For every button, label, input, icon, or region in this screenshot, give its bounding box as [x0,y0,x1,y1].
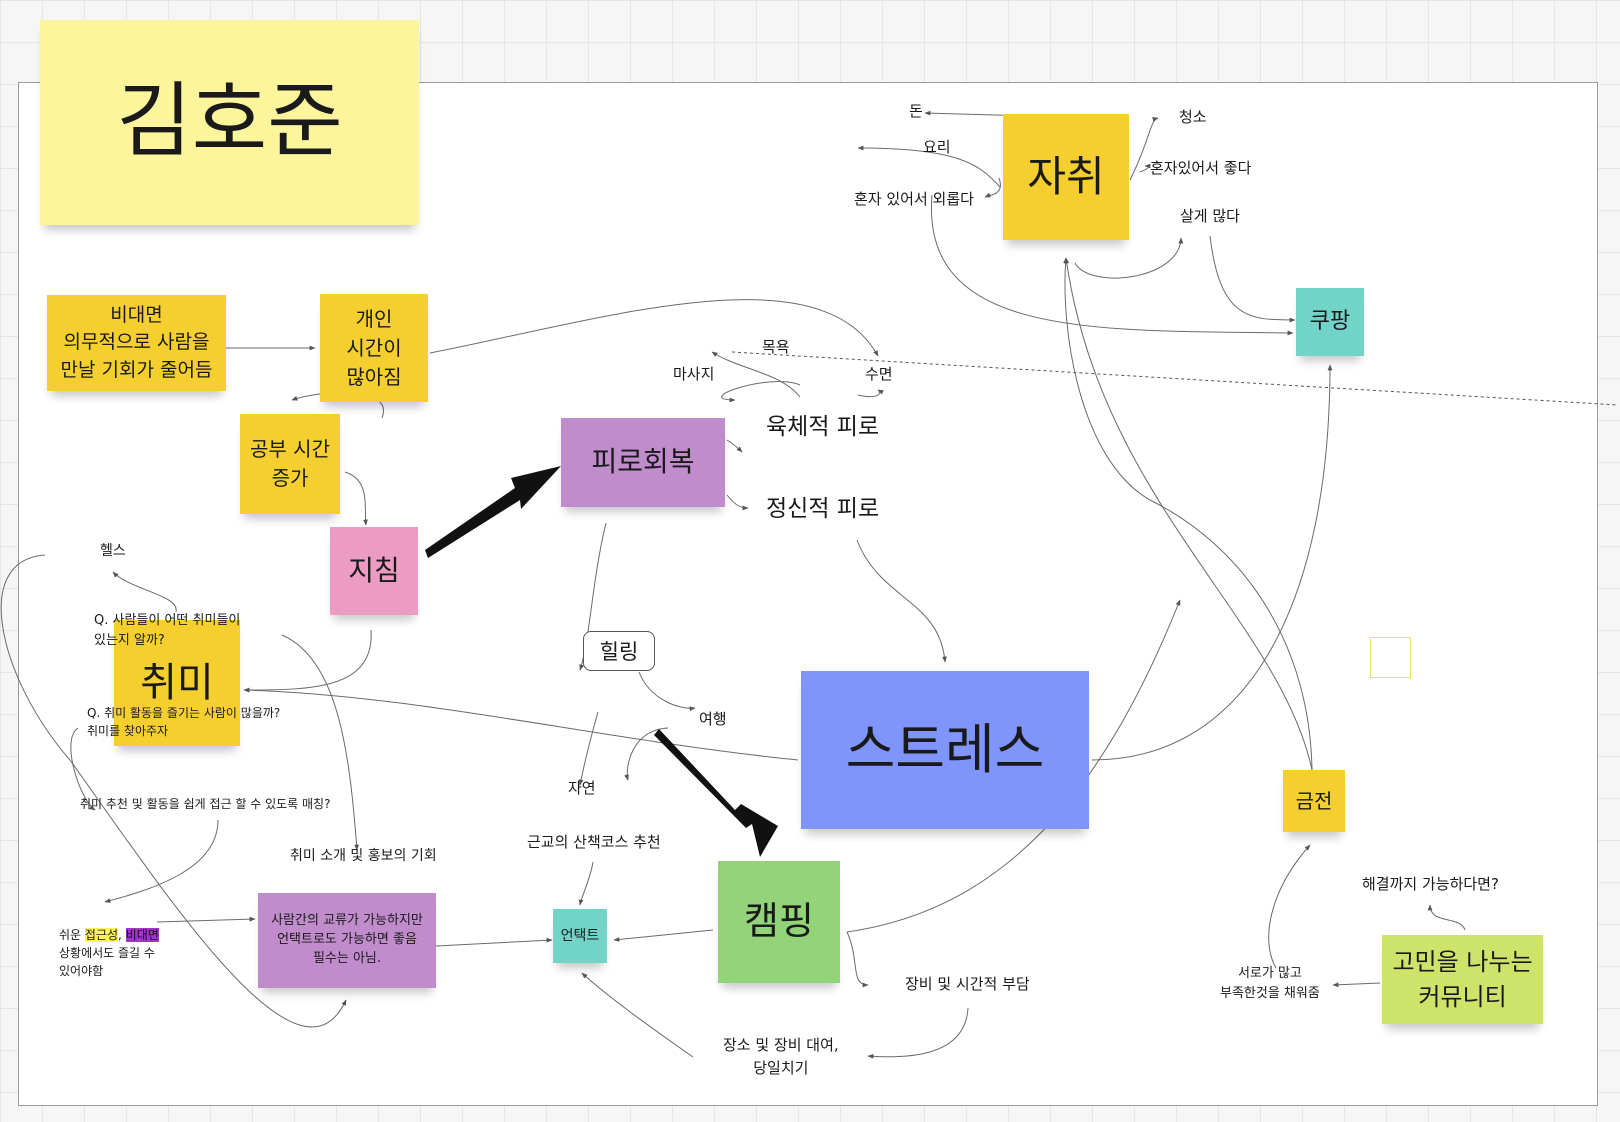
trail-label[interactable]: 근교의 산책코스 추천 [527,833,661,851]
camping-note[interactable]: 캠핑 [718,861,840,983]
easy-pre-text: 쉬운 [59,928,85,942]
mental-fatigue-label[interactable]: 정신적 피로 [766,496,880,522]
personal-time-note[interactable]: 개인 시간이 많아짐 [320,294,428,402]
bath-label[interactable]: 목욕 [762,338,790,356]
easy-access-label[interactable]: 쉬운 접근성, 비대면 상황에서도 즐길 수 있어야함 [59,908,159,980]
easy-comma-text: , [118,928,126,942]
lazy-label[interactable]: 살게 많다 [1180,207,1240,225]
highlight-untact: 비대면 [125,928,159,942]
lonely-label[interactable]: 혼자 있어서 외롭다 [854,190,974,208]
bidaemyeon-note[interactable]: 비대면 의무적으로 사람을 만날 기회가 줄어듬 [47,295,226,391]
health-label[interactable]: 헬스 [100,543,126,559]
massage-label[interactable]: 마사지 [673,365,715,383]
matching-label[interactable]: 취미 추천 및 활동을 쉽게 접근 할 수 있도록 매칭? [80,797,331,811]
easy-rest-text: 상황에서도 즐길 수 있어야함 [59,946,155,978]
fill-each-other-label[interactable]: 서로가 많고 부족한것을 채워줌 [1220,966,1320,1001]
highlight-access: 접근성 [84,928,119,942]
stress-note[interactable]: 스트레스 [801,671,1089,829]
question-people-label[interactable]: Q. 취미 활동을 즐기는 사람이 많을까? 취미를 찾아주자 [87,706,281,738]
cleaning-label[interactable]: 청소 [1179,108,1207,126]
untact-note[interactable]: 언택트 [553,909,607,963]
promo-label[interactable]: 취미 소개 및 홍보의 기회 [290,848,437,864]
cooking-label[interactable]: 요리 [923,138,951,156]
community-note[interactable]: 고민을 나누는 커뮤니티 [1382,935,1543,1024]
healing-box[interactable]: 힐링 [583,631,655,671]
money-label[interactable]: 돈 [909,102,923,120]
question-hobbies-label[interactable]: Q. 사람들이 어떤 취미들이 있는지 알까? [94,613,241,648]
sleep-label[interactable]: 수면 [865,365,893,383]
nature-label[interactable]: 자연 [568,779,596,797]
empty-frame[interactable] [1370,637,1411,678]
good-alone-label[interactable]: 혼자있어서 좋다 [1150,159,1252,177]
rental-label[interactable]: 장소 및 장비 대여, 당일치기 [723,1036,839,1077]
jachwi-note[interactable]: 자취 [1003,114,1129,240]
title-note[interactable]: 김호준 [40,20,419,225]
interaction-note[interactable]: 사람간의 교류가 가능하지만 언택트로도 가능하면 좋음 필수는 아님. [258,893,436,988]
travel-label[interactable]: 여행 [699,710,727,728]
coupang-note[interactable]: 쿠팡 [1296,288,1364,356]
equipment-burden-label[interactable]: 장비 및 시간적 부담 [905,975,1030,993]
money-note[interactable]: 금전 [1283,770,1345,832]
study-time-note[interactable]: 공부 시간 증가 [240,414,340,514]
physical-fatigue-label[interactable]: 육체적 피로 [766,414,880,440]
if-resolved-label[interactable]: 해결까지 가능하다면? [1362,875,1499,893]
fatigue-recovery-note[interactable]: 피로회복 [561,418,725,507]
tired-note[interactable]: 지침 [330,527,418,615]
hobby-note[interactable]: 취미 [114,620,240,746]
